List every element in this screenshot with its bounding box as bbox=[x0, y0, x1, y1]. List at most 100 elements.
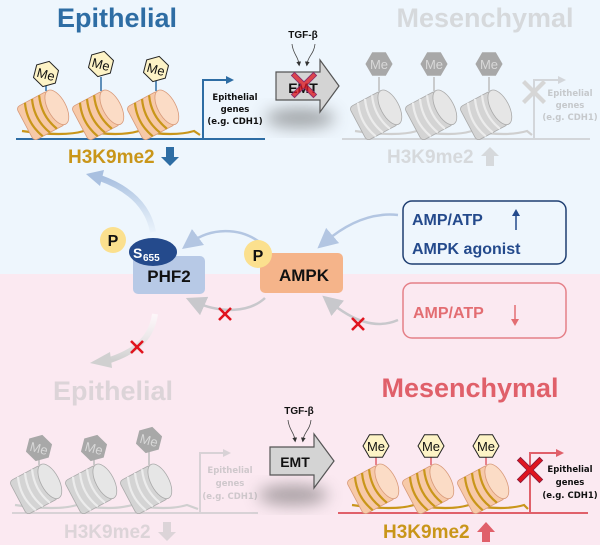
phf2-phospho-site: P S 655 bbox=[100, 227, 177, 266]
me-label: Me bbox=[145, 60, 166, 79]
me-label: Me bbox=[35, 65, 56, 84]
bottom-emt-arrow: EMT bbox=[258, 432, 335, 505]
nucleosome bbox=[405, 89, 458, 140]
ampk-phospho-label: P bbox=[253, 248, 264, 265]
bottom-left-nucleosomes: Me Me Me bbox=[10, 426, 199, 514]
me-label: Me bbox=[480, 57, 498, 72]
me-label: Me bbox=[83, 439, 104, 458]
top-tgf-beta-label: TGF-β bbox=[288, 30, 317, 41]
top-emt-block-x-icon bbox=[290, 71, 318, 99]
s655-letter: S bbox=[133, 245, 142, 261]
gene-label-line: genes bbox=[221, 105, 250, 115]
top-left-h3k9me2-label: H3K9me2 bbox=[68, 147, 155, 168]
bottom-emt-label: EMT bbox=[280, 454, 310, 470]
ampk-protein: AMPK bbox=[260, 253, 343, 293]
me-label: Me bbox=[28, 439, 49, 458]
methyl-mark-icon: Me bbox=[362, 434, 390, 458]
activator-amp-atp-label: AMP/ATP bbox=[412, 212, 483, 229]
gene-label-line: (e.g. CDH1) bbox=[542, 113, 597, 123]
gene-label-line: (e.g. CDH1) bbox=[202, 492, 257, 502]
me-label: Me bbox=[425, 57, 443, 72]
top-emt-arrow: EMT bbox=[265, 58, 340, 128]
activator-ampk-agonist-label: AMPK agonist bbox=[412, 241, 521, 258]
dna-linker bbox=[354, 129, 533, 136]
s655-number: 655 bbox=[143, 253, 160, 264]
nucleosome bbox=[17, 89, 70, 140]
top-epithelial-title: Epithelial bbox=[57, 3, 177, 33]
bottom-right-promoter-arrowhead bbox=[556, 449, 564, 457]
activator-box: AMP/ATP AMPK agonist bbox=[402, 200, 567, 265]
top-right-increase-arrow-icon bbox=[481, 147, 499, 166]
inhibitor-box: AMP/ATP bbox=[402, 282, 567, 339]
amp-atp-up-arrow-icon bbox=[512, 209, 520, 230]
me-label: Me bbox=[370, 57, 388, 72]
nucleosome bbox=[457, 463, 510, 514]
bottom-left-promoter-arrow bbox=[199, 452, 225, 512]
gene-label-line: (e.g. CDH1) bbox=[542, 491, 597, 501]
bottom-right-nucleosomes: Me Me Me bbox=[347, 434, 529, 514]
me-label: Me bbox=[367, 439, 385, 454]
nucleosome bbox=[402, 463, 455, 514]
ampk-to-phf2-inactive-arrow bbox=[185, 296, 266, 316]
bottom-mesenchymal-title: Mesenchymal bbox=[381, 373, 558, 403]
bottom-right-increase-arrow-icon bbox=[477, 522, 495, 542]
top-right-promoter-arrow bbox=[533, 79, 560, 139]
bottom-left-h3k9me2-label: H3K9me2 bbox=[64, 522, 151, 543]
me-label: Me bbox=[477, 439, 495, 454]
methyl-mark-icon: Me bbox=[80, 434, 108, 462]
gene-label-line: genes bbox=[556, 101, 585, 111]
methyl-mark-icon: Me bbox=[135, 426, 163, 454]
nucleosome bbox=[10, 463, 63, 514]
gene-label-line: Epithelial bbox=[547, 465, 592, 475]
methyl-mark-icon: Me bbox=[472, 434, 500, 458]
top-right-h3k9me2-label: H3K9me2 bbox=[387, 147, 474, 168]
top-right-promoter-arrowhead bbox=[558, 76, 566, 84]
gene-label-line: Epithelial bbox=[547, 89, 592, 99]
bottom-left-gene-label: Epithelial genes (e.g. CDH1) bbox=[202, 466, 257, 502]
bottom-tgf-beta: TGF-β bbox=[284, 406, 314, 443]
top-mesenchymal-title: Mesenchymal bbox=[396, 3, 573, 33]
nucleosome bbox=[127, 89, 180, 140]
phf2-to-bottom-epithelial-arrowhead bbox=[90, 352, 112, 368]
gene-label-line: Epithelial bbox=[207, 466, 252, 476]
phf2-phospho-circle bbox=[100, 227, 126, 253]
me-label: Me bbox=[138, 431, 159, 450]
amp-atp-down-arrow-icon bbox=[511, 305, 519, 326]
inhibition-markers bbox=[130, 307, 365, 354]
methyl-mark-icon: Me bbox=[25, 434, 53, 462]
bottom-left-decrease-arrow-icon bbox=[158, 522, 176, 541]
methyl-mark-icon: Me bbox=[365, 52, 393, 76]
s655-site bbox=[129, 238, 177, 266]
nucleosome bbox=[65, 463, 118, 514]
top-right-gene-label: Epithelial genes (e.g. CDH1) bbox=[542, 89, 597, 123]
top-left-gene-label: Epithelial genes (e.g. CDH1) bbox=[207, 93, 262, 127]
nucleosome bbox=[350, 89, 403, 140]
inhibition-x-icon bbox=[130, 340, 144, 354]
top-right-nucleosomes: Me Me Me bbox=[350, 52, 533, 140]
methyl-mark-icon: Me bbox=[87, 50, 115, 78]
gene-label-line: genes bbox=[216, 479, 245, 489]
methyl-mark-icon: Me bbox=[420, 52, 448, 76]
gene-label-line: Epithelial bbox=[212, 93, 257, 103]
top-left-promoter-arrow bbox=[202, 79, 228, 139]
inhibition-x-icon bbox=[218, 307, 232, 321]
bottom-right-gene-label: Epithelial genes (e.g. CDH1) bbox=[542, 465, 597, 501]
inhibition-x-icon bbox=[351, 317, 365, 331]
phf2-label: PHF2 bbox=[147, 267, 190, 286]
me-label: Me bbox=[422, 439, 440, 454]
nucleosome bbox=[120, 463, 173, 514]
ampk-label: AMPK bbox=[279, 266, 330, 285]
ampk-to-phf2-arrow bbox=[181, 229, 263, 249]
bottom-right-promoter-arrow bbox=[529, 452, 558, 513]
bottom-left-promoter-arrowhead bbox=[223, 449, 231, 457]
top-left-decrease-arrow-icon bbox=[161, 147, 179, 166]
signaling-pathway: PHF2 P S 655 AMPK P AMP/ATP bbox=[86, 170, 567, 368]
bottom-tgf-beta-label: TGF-β bbox=[284, 406, 313, 417]
bottom-epithelial-title: Epithelial bbox=[53, 376, 173, 406]
methyl-mark-icon: Me bbox=[417, 434, 445, 458]
bottom-right-h3k9me2-label: H3K9me2 bbox=[383, 522, 470, 543]
phf2-to-epithelial-arrowhead bbox=[86, 170, 104, 186]
